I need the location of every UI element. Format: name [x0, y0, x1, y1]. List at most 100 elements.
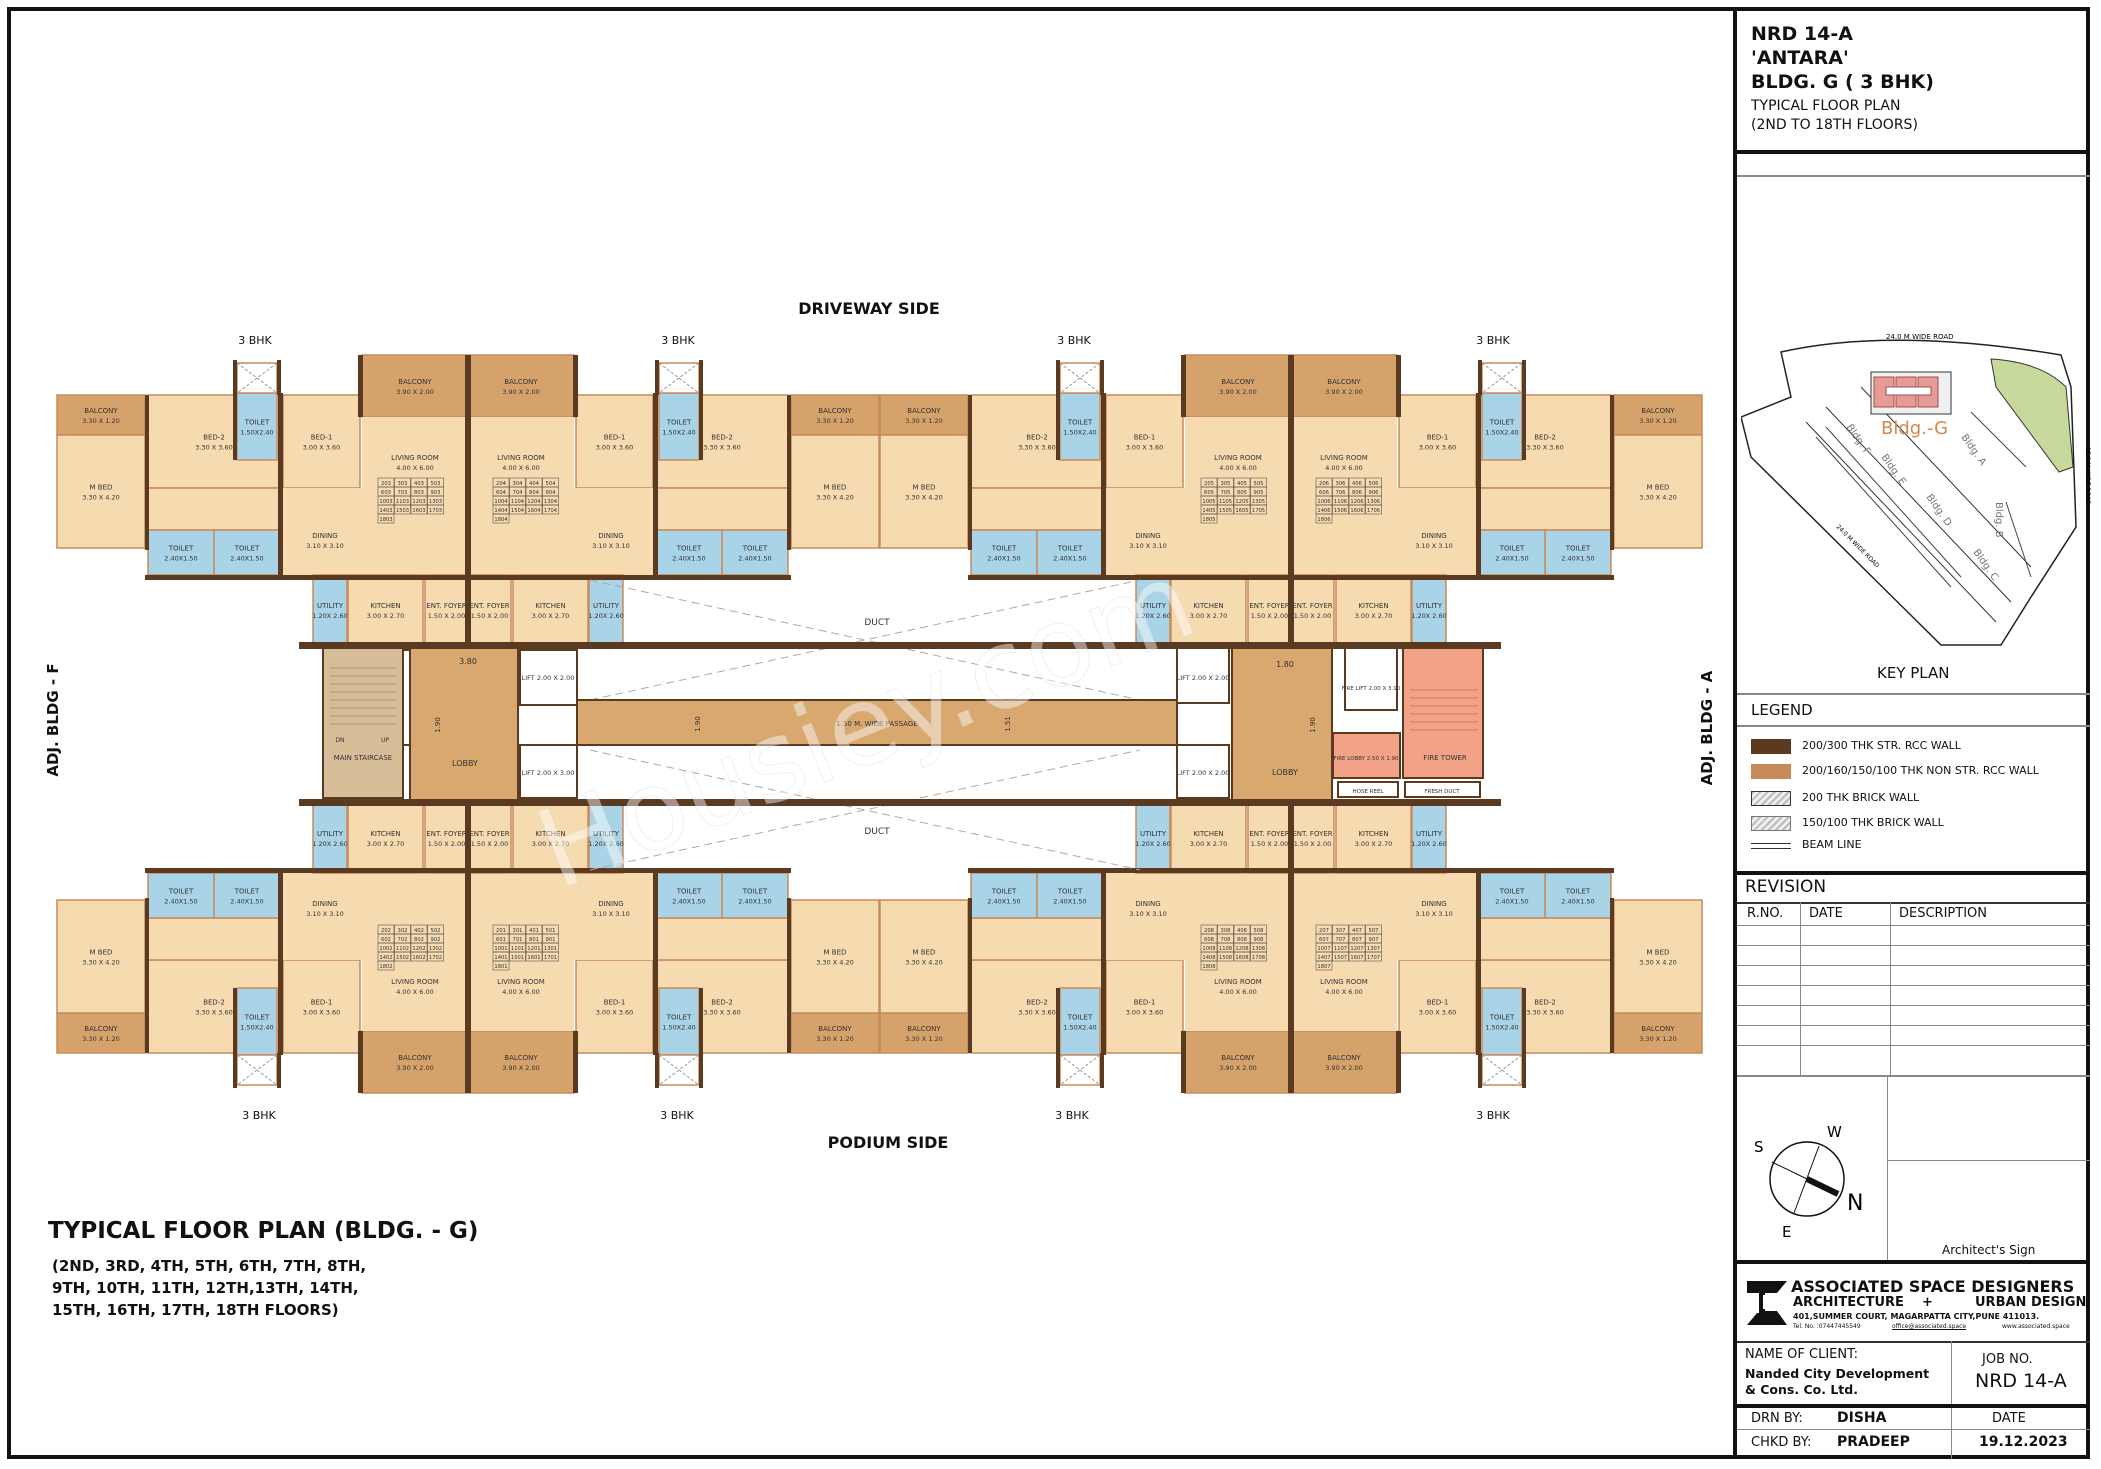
rcc-wall: [1181, 1031, 1186, 1093]
key-plan-bldg-g: Bldg.-G: [1881, 418, 1948, 439]
room-bed1: [575, 394, 654, 489]
flat-number: 1606: [1350, 508, 1363, 514]
room-foyer: [467, 574, 512, 646]
room-dining: [1396, 873, 1476, 960]
room-dimension: 4.00 X 6.00: [1325, 988, 1363, 996]
room-dimension: 2.40X1.50: [987, 898, 1020, 906]
driveway-side-label: DRIVEWAY SIDE: [798, 299, 940, 318]
fire-tower: [1402, 647, 1484, 779]
room-label: LIVING ROOM: [1320, 454, 1368, 462]
flat-number: 1506: [1334, 508, 1347, 514]
flat-number: 1201: [527, 946, 540, 952]
flat-number-cell: [525, 951, 543, 962]
room-label: TOILET: [168, 545, 194, 553]
room-label: DINING: [312, 900, 337, 908]
room-toilet-b: [213, 872, 281, 919]
room-label: BALCONY: [504, 1054, 538, 1062]
client-name-line-2: & Cons. Co. Ltd.: [1745, 1382, 1858, 1397]
rcc-wall: [1100, 1053, 1104, 1088]
room-dimension: 2.40X1.50: [987, 555, 1020, 563]
room-dimension: 1.50 X 2.00: [471, 612, 509, 620]
chkd-by-label: CHKD BY:: [1751, 1435, 1812, 1450]
lobby-dimension: 3.80: [459, 657, 477, 666]
flat-number: 1607: [1350, 955, 1363, 961]
flat-number: 1707: [1367, 955, 1380, 961]
room-dimension: 3.10 X 3.10: [592, 542, 630, 550]
legend-label: 200/300 THK STR. RCC WALL: [1802, 739, 1961, 752]
room-label: KITCHEN: [1193, 602, 1223, 610]
room-dimension: 1.50 X 2.00: [1294, 840, 1332, 848]
room-dimension: 4.00 X 6.00: [396, 464, 434, 472]
room-kitchen: [347, 574, 424, 646]
flat-number: 1706: [1367, 508, 1380, 514]
room-dimension: 3.30 X 4.20: [905, 494, 943, 502]
room-dimension: 3.00 X 2.70: [1190, 840, 1228, 848]
lift-c-label: LIFT 2.00 X 2.00: [1177, 674, 1230, 682]
flat-number: 204: [496, 481, 507, 487]
flat-number: 601: [496, 937, 506, 943]
room-balcony-large: [467, 1030, 575, 1094]
room-bed1: [575, 959, 654, 1054]
flat-number: 602: [381, 937, 391, 943]
firm-website[interactable]: www.associated.space: [2002, 1323, 2070, 1330]
room-label: TOILET: [1565, 545, 1591, 553]
room-label: TOILET: [234, 888, 260, 896]
room-label: DINING: [1135, 532, 1160, 540]
room-label: BED-2: [203, 999, 225, 1007]
room-dimension: 2.40X1.50: [1561, 898, 1594, 906]
fire-tower-label: FIRE TOWER: [1423, 754, 1467, 762]
rcc-wall: [699, 988, 703, 1088]
room-dimension: 2.40X1.50: [672, 555, 705, 563]
flat-number: 1202: [412, 946, 425, 952]
room-toilet-b: [655, 529, 723, 576]
legend-beam-line: [1751, 843, 1791, 849]
room-label: UTILITY: [1416, 830, 1443, 838]
flat-number: 1206: [1350, 499, 1363, 505]
room-toilet-b: [213, 529, 281, 576]
room-balcony-large: [1184, 354, 1292, 418]
podium-side-label: PODIUM SIDE: [828, 1133, 949, 1152]
room-dimension: 3.00 X 3.60: [1126, 1009, 1164, 1017]
room-dimension: 2.40X1.50: [1495, 555, 1528, 563]
room-m-bed: [879, 899, 969, 1014]
room-label: BALCONY: [818, 1025, 852, 1033]
firm-email[interactable]: office@associated.space: [1892, 1323, 1967, 1330]
fire-lobby-label: FIRE LOBBY 2.50 X 1.90: [1333, 756, 1399, 762]
rcc-wall: [233, 360, 237, 460]
flat-number: 404: [529, 481, 540, 487]
room-label: KITCHEN: [370, 602, 400, 610]
rcc-wall: [278, 870, 283, 1055]
rcc-wall: [1289, 355, 1294, 645]
shaft-cross: [1059, 1054, 1101, 1086]
flat-number: 505: [1254, 481, 1264, 487]
title-block: NRD 14-A 'ANTARA' BLDG. G ( 3 BHK) TYPIC…: [1733, 7, 2091, 1459]
flat-number: 1601: [527, 955, 540, 961]
duct-label-top: DUCT: [864, 618, 890, 628]
room-label: DINING: [1135, 900, 1160, 908]
room-toilet-small: [658, 392, 700, 461]
flat-number: 802: [414, 937, 424, 943]
flat-number: 803: [414, 490, 424, 496]
room-passage: [970, 917, 1104, 961]
room-bed1: [1105, 959, 1184, 1054]
room-toilet-small: [236, 987, 278, 1056]
legend-swatch-str-rcc: [1751, 739, 1791, 754]
room-utility: [1411, 802, 1447, 874]
room-dimension: 3.00 X 3.60: [1419, 444, 1457, 452]
room-m-bed: [1613, 434, 1703, 549]
room-passage: [1478, 917, 1612, 961]
room-label: TOILET: [244, 419, 270, 427]
unit-type-label-bottom: 3 BHK: [242, 1109, 276, 1122]
rcc-wall: [466, 803, 471, 1093]
room-dimension: 2.40X1.50: [164, 555, 197, 563]
room-label: UTILITY: [1416, 602, 1443, 610]
room-label: BALCONY: [907, 407, 941, 415]
flat-number: 1407: [1317, 955, 1330, 961]
room-label: BED-1: [311, 999, 333, 1007]
firm-phone: Tel. No. :07447445549: [1793, 1323, 1861, 1330]
flat-number: 506: [1369, 481, 1379, 487]
room-dimension: 3.90 X 2.00: [1325, 388, 1363, 396]
flat-number-cell: [1250, 951, 1267, 962]
